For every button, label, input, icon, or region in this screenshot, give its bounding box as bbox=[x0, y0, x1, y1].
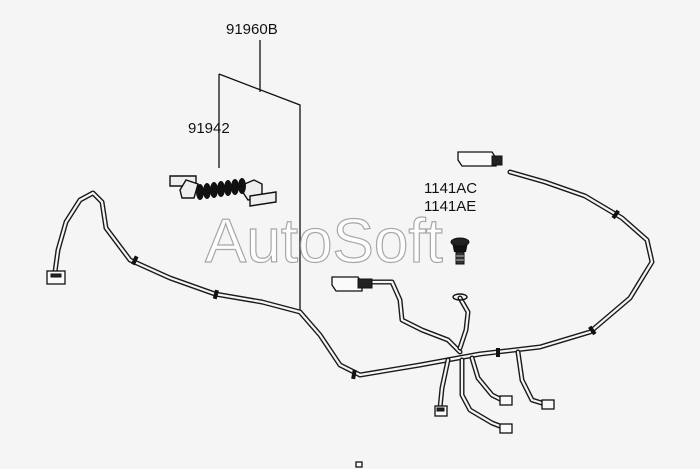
connector-center bbox=[331, 276, 373, 292]
label-1141ac: 1141AC bbox=[424, 180, 477, 197]
main-harness bbox=[52, 169, 655, 431]
connector-bottom-1 bbox=[434, 405, 448, 417]
connectors bbox=[46, 151, 555, 468]
connector-bottom-4 bbox=[499, 423, 513, 434]
connector-tiny bbox=[355, 461, 363, 468]
connector-left bbox=[46, 270, 66, 285]
label-91942: 91942 bbox=[188, 120, 230, 137]
grommet-part bbox=[169, 175, 277, 207]
harness-drop-3 bbox=[469, 355, 505, 403]
connector-bottom-2 bbox=[499, 395, 513, 406]
watermark-text: AutoSoft bbox=[205, 207, 443, 276]
label-91960b: 91960B bbox=[226, 21, 278, 38]
harness-center-branch bbox=[369, 279, 463, 355]
ground-terminal bbox=[452, 293, 468, 301]
tape-bands bbox=[131, 209, 620, 380]
label-1141ae: 1141AE bbox=[424, 198, 476, 215]
grommet-coil bbox=[196, 178, 246, 200]
screw-part bbox=[450, 237, 470, 301]
leader-91960b bbox=[218, 40, 301, 312]
connector-bottom-3 bbox=[541, 399, 555, 410]
connector-top-right bbox=[457, 151, 503, 167]
